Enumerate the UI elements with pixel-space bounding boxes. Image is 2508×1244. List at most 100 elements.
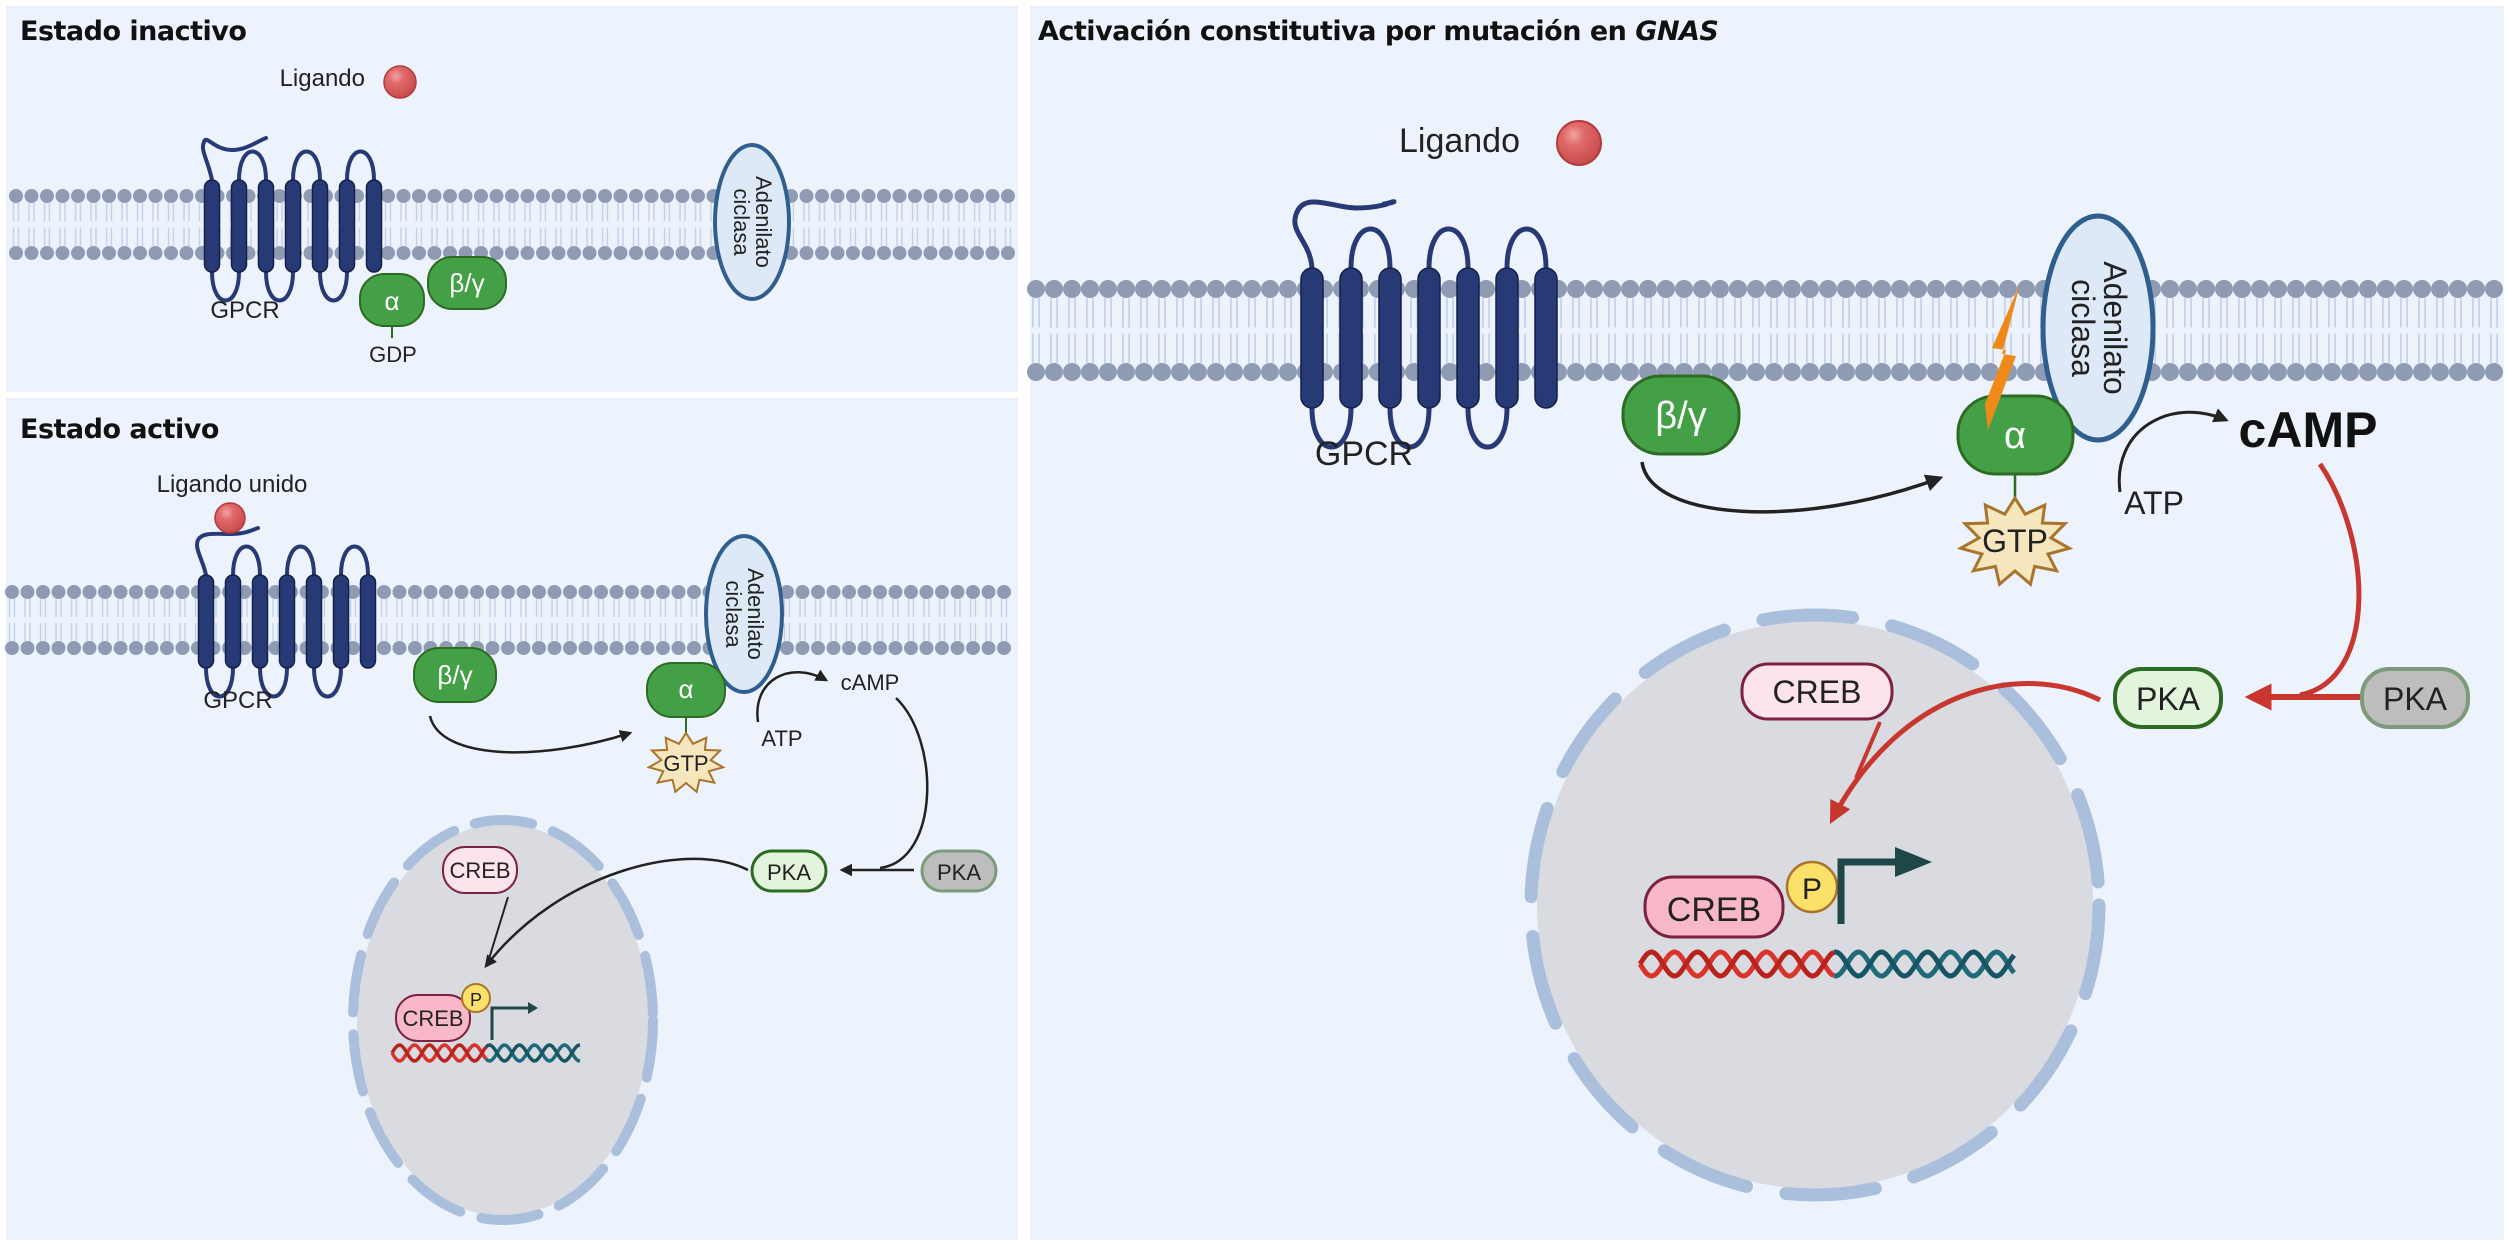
- lipid-head: [2197, 280, 2215, 298]
- camp-to-pka-arrow: [2299, 462, 2362, 698]
- lipid-tail: [597, 623, 605, 641]
- lipid-tail: [152, 203, 159, 222]
- lipid-tail: [911, 227, 919, 246]
- lipid-head: [950, 585, 965, 599]
- pka-to-creb-arrow: [484, 857, 749, 968]
- lipid-head: [2413, 280, 2431, 298]
- lipid-tail: [849, 227, 857, 246]
- lipid-head: [815, 246, 829, 260]
- lipid-tail: [2435, 298, 2445, 328]
- lipid-tail: [1283, 333, 1293, 363]
- lipid-head: [427, 189, 442, 203]
- gpcr-n-terminus: [201, 136, 268, 182]
- lipid-head: [1441, 280, 1459, 298]
- lipid-head: [2431, 280, 2449, 298]
- lipid-head: [780, 585, 794, 599]
- lipid-tail: [431, 227, 438, 246]
- lipid-tail: [431, 203, 438, 222]
- lipid-tail: [353, 203, 361, 222]
- lipid-tail: [566, 623, 574, 641]
- lipid-head: [1225, 363, 1243, 381]
- lipid-tail: [1805, 333, 1815, 363]
- lipid-head: [1783, 363, 1801, 381]
- lipid-head: [505, 246, 519, 260]
- lipid-tail: [1445, 333, 1455, 363]
- lipid-tail: [90, 203, 97, 222]
- lipid-tail: [384, 227, 392, 246]
- lipid-head: [563, 585, 577, 599]
- lipid-tail: [179, 623, 186, 641]
- gpcr-helix: [365, 179, 383, 273]
- lipid-tail: [783, 599, 791, 617]
- lipid-tail: [427, 623, 434, 641]
- lipid-tail: [814, 623, 822, 641]
- phosphate-label: P: [1802, 873, 1822, 906]
- gpcr-helix: [224, 574, 242, 669]
- lipid-head: [877, 246, 891, 260]
- lipid-tail: [1949, 298, 1959, 328]
- lipid-tail: [954, 599, 961, 617]
- lipid-head: [625, 641, 639, 655]
- lipid-tail: [2363, 298, 2373, 328]
- lipid-tail: [446, 227, 454, 246]
- lipid-head: [133, 246, 147, 260]
- lipid-tail: [958, 227, 965, 246]
- lipid-head: [985, 246, 1000, 260]
- lipid-head: [160, 641, 174, 655]
- lipid-tail: [2327, 333, 2337, 363]
- lipid-tail: [2309, 333, 2319, 363]
- phosphate-badge: P: [461, 983, 491, 1013]
- pka-active-label: PKA: [2136, 681, 2201, 717]
- pka-active-badge: PKA: [750, 849, 828, 893]
- lipid-head: [532, 585, 546, 599]
- lipid-head: [2485, 363, 2503, 381]
- lipid-tail: [958, 203, 965, 222]
- lipid-tail: [1049, 333, 1059, 363]
- gpcr-label: GPCR: [1315, 435, 1413, 473]
- lipid-head: [656, 585, 670, 599]
- lipid-tail: [241, 599, 248, 617]
- lipid-tail: [1121, 298, 1131, 328]
- atp-label: ATP: [2124, 485, 2184, 521]
- lipid-head: [501, 641, 515, 655]
- lipid-tail: [1625, 333, 1635, 363]
- lipid-head: [536, 189, 550, 203]
- lipid-tail: [973, 203, 981, 222]
- lipid-head: [82, 585, 97, 599]
- lipid-tail: [1247, 333, 1257, 363]
- lipid-tail: [24, 623, 31, 641]
- lipid-tail: [969, 599, 977, 617]
- lipid-head: [2269, 363, 2287, 381]
- lipid-head: [148, 246, 163, 260]
- lipid-tail: [617, 203, 624, 222]
- lipid-head: [40, 246, 54, 260]
- lipid-tail: [907, 623, 915, 641]
- lipid-head: [1765, 280, 1783, 298]
- lipid-tail: [1967, 298, 1977, 328]
- lipid-head: [954, 246, 969, 260]
- lipid-tail: [1661, 333, 1671, 363]
- lipid-head: [1063, 363, 1081, 381]
- phosphate-badge: P: [1785, 860, 1839, 914]
- lipid-tail: [942, 227, 950, 246]
- lipid-tail: [601, 227, 609, 246]
- lipid-tail: [24, 599, 31, 617]
- pka-inactive-badge: PKA: [2360, 667, 2470, 729]
- gtp-starburst-icon: [646, 731, 726, 794]
- lipid-tail: [1769, 298, 1779, 328]
- lipid-tail: [1049, 298, 1059, 328]
- lipid-tail: [539, 227, 547, 246]
- lipid-tail: [1067, 333, 1077, 363]
- lipid-tail: [508, 227, 516, 246]
- lipid-tail: [2291, 333, 2301, 363]
- lipid-head: [547, 585, 562, 599]
- lipid-head: [1603, 363, 1621, 381]
- lipid-tail: [349, 623, 357, 641]
- lipid-tail: [55, 599, 62, 617]
- lipid-tail: [380, 599, 388, 617]
- lipid-tail: [400, 227, 407, 246]
- lipid-tail: [927, 227, 934, 246]
- lipid-tail: [136, 227, 144, 246]
- lipid-head: [71, 246, 85, 260]
- lipid-tail: [551, 599, 558, 617]
